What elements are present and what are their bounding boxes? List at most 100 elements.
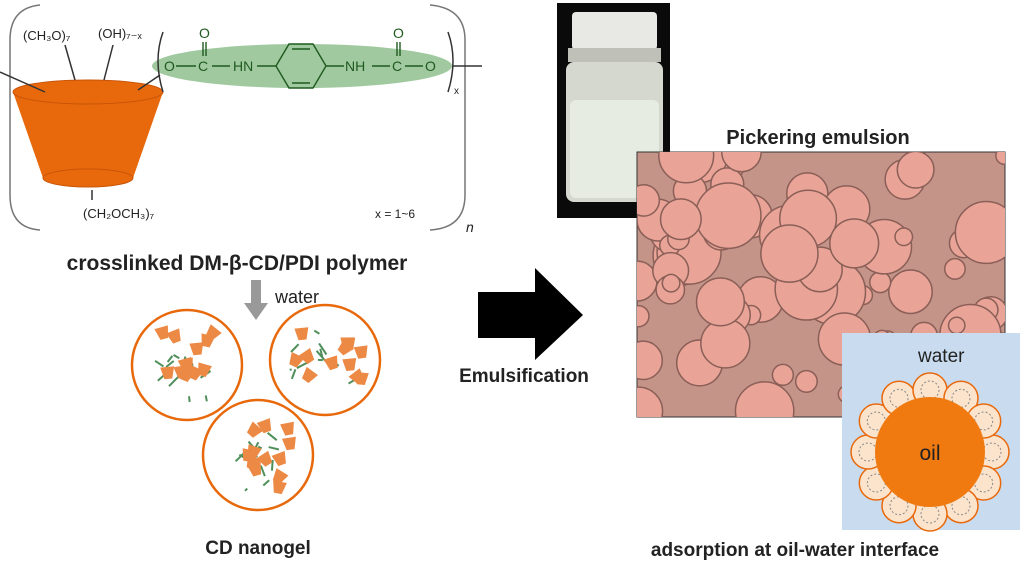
bond-line <box>137 74 161 91</box>
right-arrow-icon <box>478 268 583 360</box>
cd-cone-icon <box>166 328 181 344</box>
right-bracket <box>429 4 466 231</box>
nanogel-network <box>889 496 909 516</box>
nanogel-network <box>951 388 971 408</box>
nanogel-group <box>130 303 382 512</box>
x-range: x = 1~6 <box>375 207 415 221</box>
crosslink <box>268 446 280 451</box>
nanogel-network <box>951 496 971 516</box>
cd-cone-icon <box>294 327 309 341</box>
atom-c: C <box>392 58 402 74</box>
emulsion-droplet <box>694 182 762 250</box>
water-label: water <box>274 287 319 307</box>
crosslink <box>165 360 175 368</box>
crosslink <box>204 395 208 402</box>
atom-carbonyl-o: O <box>199 25 210 41</box>
emulsion-droplet <box>869 271 892 294</box>
emulsion-droplet <box>659 198 702 241</box>
cd-cone-icon <box>246 421 264 438</box>
crosslink <box>168 376 179 387</box>
cd-cone-icon <box>247 444 262 460</box>
emulsion-droplet <box>894 227 914 247</box>
nanogel-network <box>920 504 940 524</box>
emulsion-droplet <box>829 218 880 269</box>
interface-caption: adsorption at oil-water interface <box>651 540 939 561</box>
emulsion-droplet <box>896 152 935 189</box>
atom-o: O <box>164 58 175 74</box>
emulsion-droplet <box>943 257 966 280</box>
emulsion-droplet <box>695 277 746 327</box>
crosslink <box>290 343 300 353</box>
benzene-ring-icon <box>176 42 423 89</box>
emulsion-droplet <box>995 152 1005 166</box>
emulsion-droplet <box>637 260 658 302</box>
atom-carbonyl-o: O <box>393 25 404 41</box>
cd-cone-icon <box>272 468 289 485</box>
cd-cone-icon <box>353 345 368 359</box>
inner-bracket-left <box>157 31 164 93</box>
emulsion-droplet <box>760 224 819 283</box>
cd-cone-icon <box>189 342 204 356</box>
crosslink <box>266 432 278 441</box>
inner-bracket-right <box>447 31 454 93</box>
nanogel-network <box>920 380 940 400</box>
emulsion-droplet <box>947 316 966 335</box>
oil-label: oil <box>919 442 940 465</box>
cd-cone-icon <box>298 348 315 365</box>
crosslink <box>296 361 309 369</box>
nanogel-label: CD nanogel <box>205 538 311 559</box>
nanogel-particle <box>268 303 382 417</box>
emulsification-label: Emulsification <box>459 366 589 387</box>
bond-line <box>0 71 46 93</box>
crosslink <box>318 342 328 356</box>
atom-o: O <box>425 58 436 74</box>
cone-bottom <box>42 168 134 188</box>
crosslink <box>313 329 320 335</box>
crosslink <box>166 355 174 363</box>
atom-nh: NH <box>345 58 365 74</box>
cd-cone-icon <box>256 450 273 467</box>
cd-cone-icon <box>256 418 272 434</box>
crosslink <box>257 445 263 450</box>
cd-cone-icon <box>289 352 305 368</box>
emulsion-droplet <box>954 200 1005 265</box>
emulsion-droplet <box>661 273 681 293</box>
left-bracket <box>9 4 41 231</box>
emulsion-droplet <box>720 152 762 173</box>
interface-panel: water oil <box>842 333 1020 532</box>
cd-cone-icon <box>201 333 216 348</box>
cd-cone-icon <box>323 355 338 371</box>
crosslink <box>262 479 270 487</box>
cd-cone-icon <box>271 451 286 467</box>
crosslink <box>270 459 274 471</box>
emulsion-droplet <box>888 269 933 315</box>
emulsion-title: Pickering emulsion <box>726 127 909 149</box>
cd-cone-icon <box>301 366 318 384</box>
interface-water-label: water <box>917 346 965 367</box>
bond-line <box>103 44 114 81</box>
cd-cone-icon <box>160 366 175 380</box>
substituent-bottom: (CH₂OCH₃)₇ <box>83 206 155 221</box>
atom-hn: HN <box>233 58 253 74</box>
substituent-top-left: (CH₃O)₇ <box>23 28 71 43</box>
emulsion-droplet <box>734 381 795 417</box>
crosslink <box>173 353 180 360</box>
emulsion-droplet <box>637 386 664 417</box>
nanogel-particle <box>130 308 244 422</box>
substituent-top-right: (OH)₇₋ₓ <box>98 26 142 41</box>
cd-cone-icon <box>247 461 262 477</box>
nanogel-network <box>889 388 909 408</box>
cyclodextrin-cone-icon <box>13 92 163 178</box>
cd-cone-icon <box>179 357 193 372</box>
cd-cone-icon <box>273 480 287 495</box>
crosslink <box>319 348 324 358</box>
linker-formula: O C O HN NH C O O <box>164 25 436 74</box>
crosslink <box>289 368 293 371</box>
polymer-title: crosslinked DM-β-CD/PDI polymer <box>67 252 408 275</box>
cd-cone-icon <box>342 358 357 371</box>
nanogel-outline <box>201 398 315 512</box>
emulsion-droplet <box>771 363 795 387</box>
repeat-n: n <box>466 219 474 235</box>
cd-cone-icon <box>198 362 212 377</box>
